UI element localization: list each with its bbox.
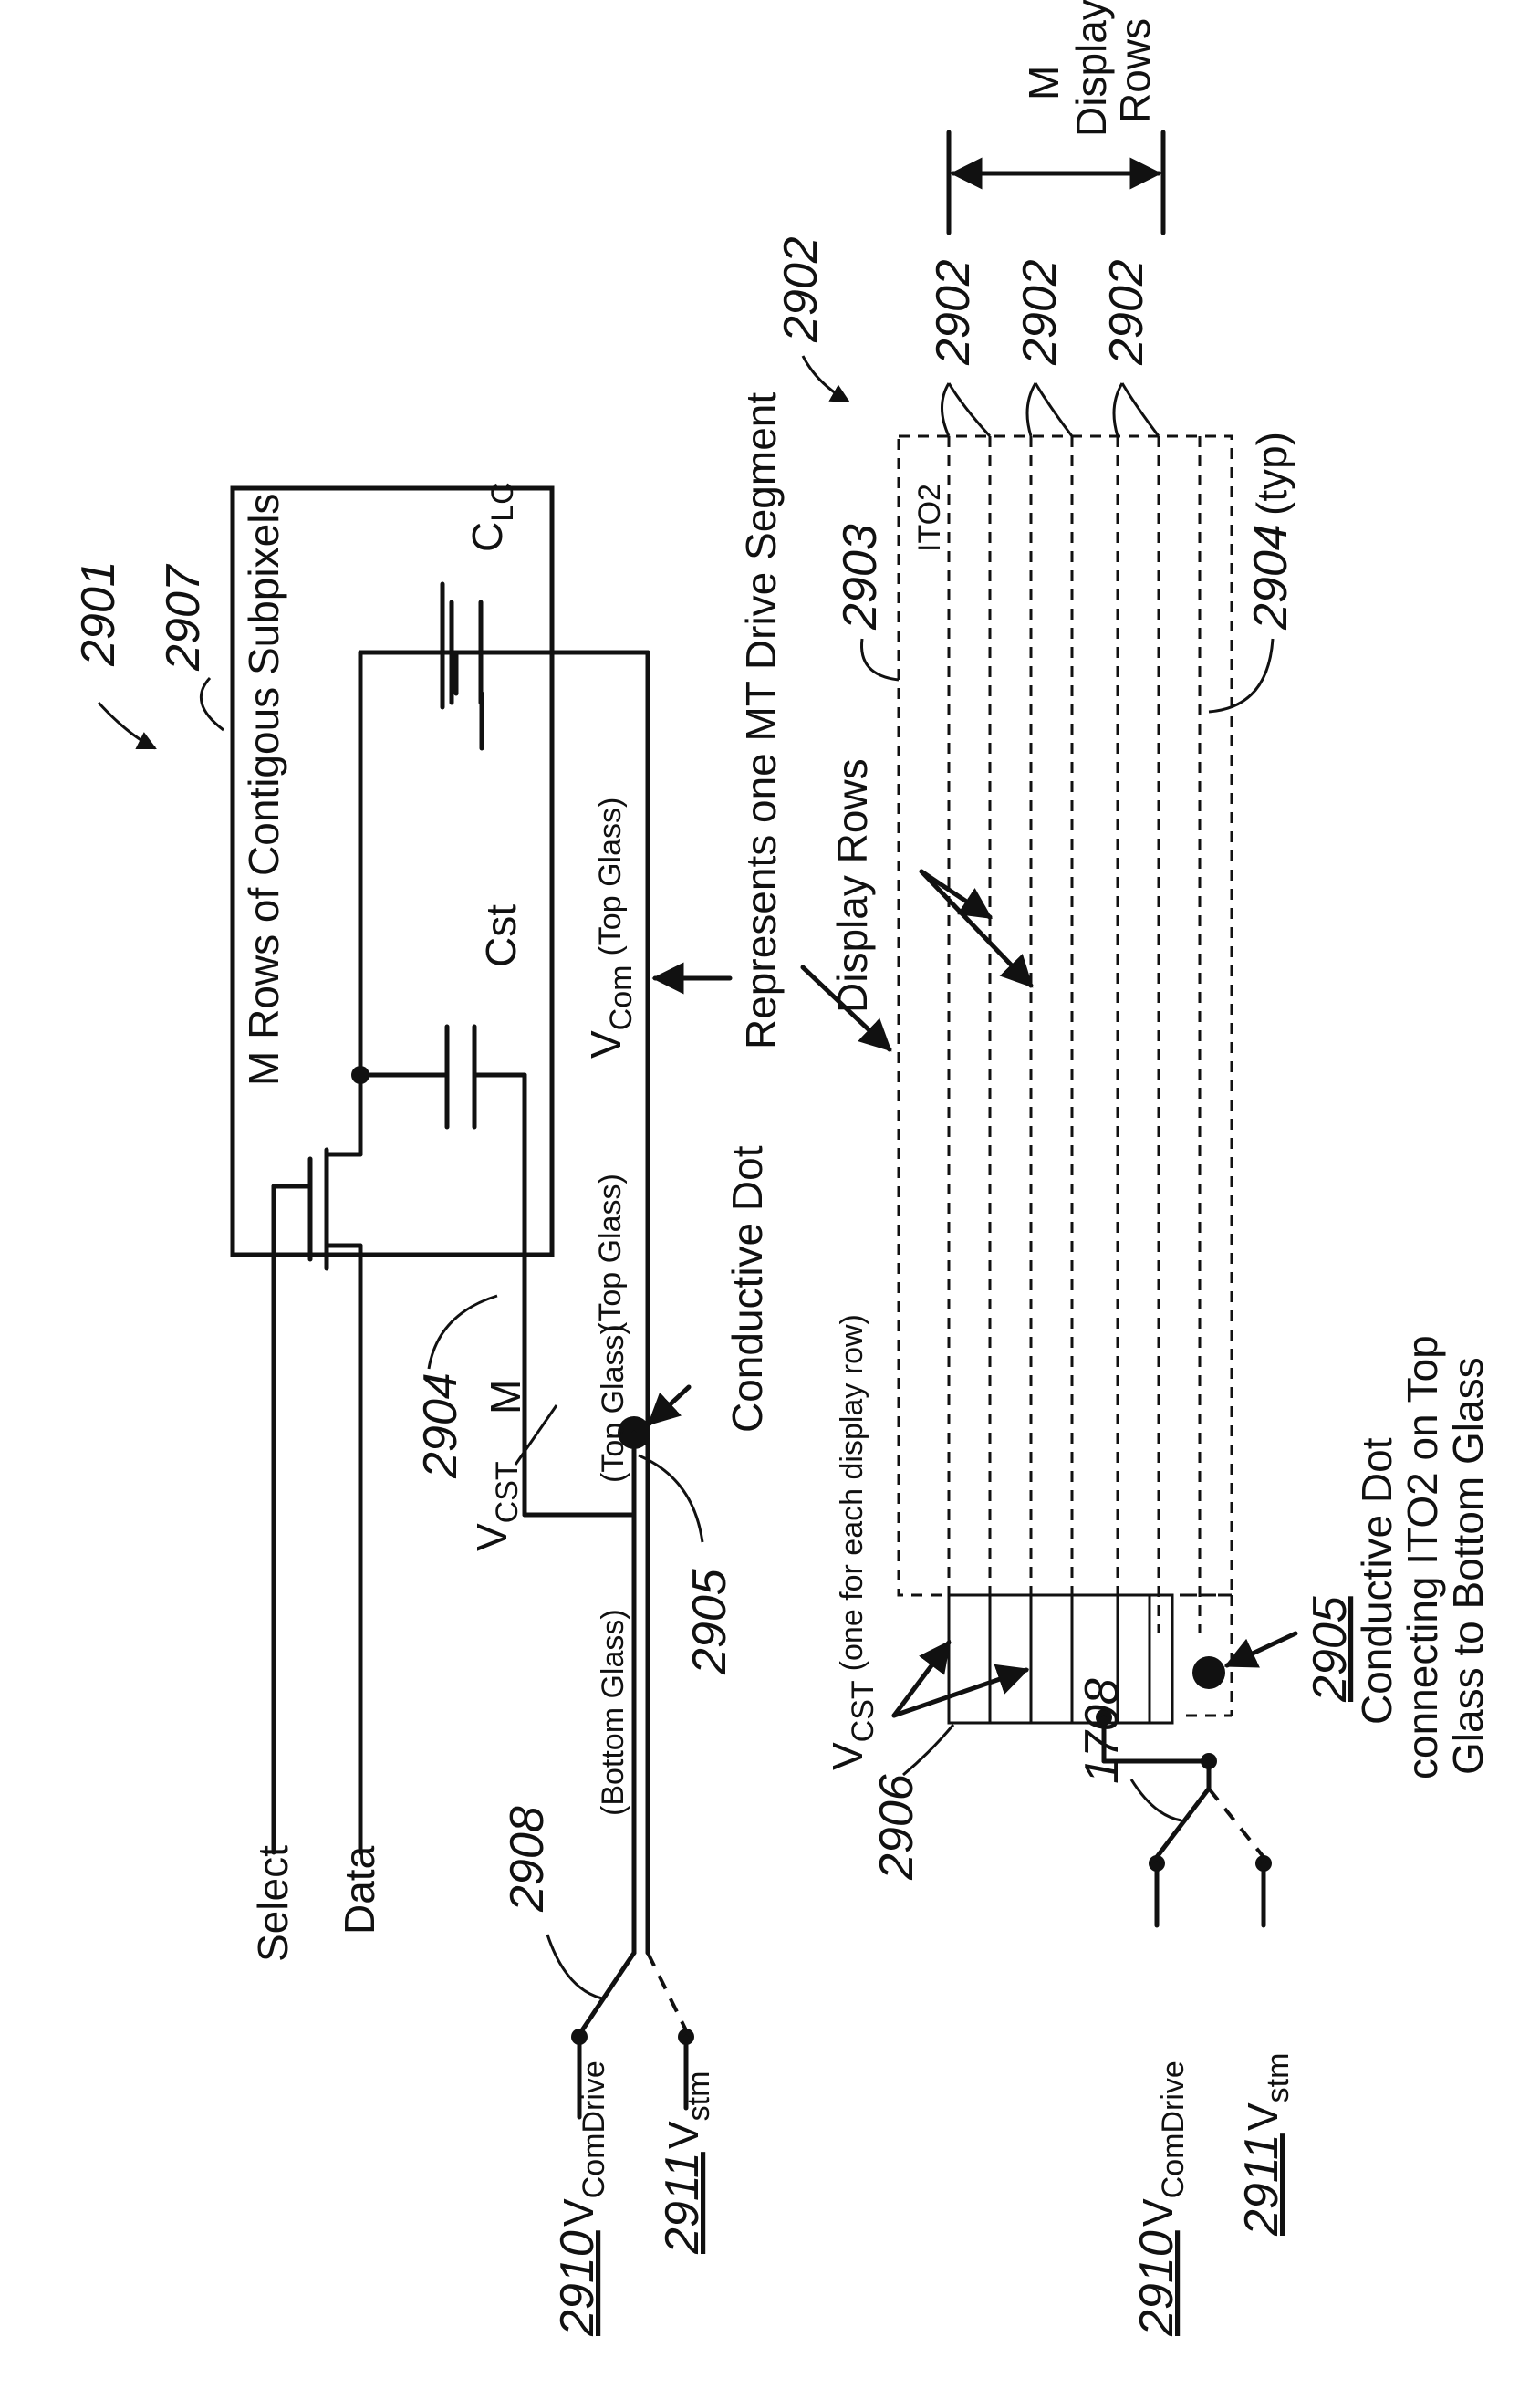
- dot-note-2: connecting ITO2 on Top: [1399, 1335, 1446, 1779]
- ref-2907: 2907: [157, 563, 210, 672]
- ref-1708: 1708: [1076, 1678, 1129, 1784]
- vstm-label-bottom: Vstm: [1239, 2053, 1295, 2131]
- vcst-label-bottom: VCST(one for each display row): [824, 1314, 880, 1770]
- ref-2908: 2908: [501, 1806, 554, 1913]
- vcom-label: VCom(Top Glass): [582, 798, 639, 1059]
- ito2-label: ITO2: [912, 484, 947, 552]
- bottom-conductive-dot: [1192, 1656, 1225, 1689]
- drive-segment: [801, 130, 1298, 1928]
- top-glass-label-1: (Top Glass): [593, 1174, 628, 1332]
- bottom-switch-dashed: [1207, 1787, 1265, 1859]
- ref-2911-bottom: 2911: [1235, 2133, 1288, 2237]
- vcomdrive-label-bottom: VComDrive: [1134, 2060, 1191, 2227]
- cst-label: Cst: [477, 904, 525, 967]
- ref-2902-row-1: 2902: [927, 259, 980, 366]
- m-display-rows-2: Display: [1067, 0, 1115, 137]
- bottom-glass-label: (Bottom Glass): [596, 1609, 630, 1816]
- pixel-circuit: [97, 485, 733, 2111]
- switch-arm: [579, 1950, 637, 2033]
- ref-2901: 2901: [72, 560, 125, 667]
- ref-2910-bottom: 2910: [1130, 2230, 1183, 2337]
- select-label: Select: [249, 1845, 297, 1962]
- m-display-rows-1: M: [1020, 66, 1067, 100]
- m-display-rows-3: Rows: [1111, 18, 1159, 123]
- ref-2904-top: 2904: [414, 1372, 467, 1479]
- box-title: M Rows of Contigous Subpixels: [240, 494, 287, 1086]
- ref-2902-row-3: 2902: [1100, 259, 1153, 366]
- conductive-dot-label: Conductive Dot: [723, 1145, 771, 1433]
- ref-2903: 2903: [834, 524, 887, 631]
- clc-label: CLC: [463, 482, 520, 552]
- data-label: Data: [336, 1845, 383, 1935]
- ref-2902-row-2: 2902: [1014, 259, 1067, 366]
- typ-label: (typ): [1248, 432, 1295, 516]
- top-glass-label-2: (Top Glass): [596, 1324, 630, 1483]
- dot-note-3: Glass to Bottom Glass: [1444, 1357, 1492, 1775]
- subpixel-box: [230, 485, 555, 1257]
- bottom-switch-arm: [1154, 1786, 1212, 1860]
- ref-2905-top: 2905: [683, 1568, 736, 1675]
- ref-2902-main: 2902: [775, 236, 827, 343]
- represents-label-text: Represents one MT Drive Segment: [737, 392, 785, 1049]
- ref-2904-bottom: 2904: [1244, 524, 1297, 631]
- dot-note-1: Conductive Dot: [1353, 1437, 1400, 1725]
- ref-2906: 2906: [870, 1774, 923, 1881]
- ref-2910-top: 2910: [551, 2230, 604, 2337]
- vstm-label-top: Vstm: [660, 2071, 716, 2149]
- switch-dashed: [646, 1952, 688, 2031]
- display-rows-label: Display Rows: [828, 758, 876, 1013]
- ref-2905-bottom: 2905: [1304, 1595, 1357, 1703]
- ref-2911-top: 2911: [656, 2152, 709, 2255]
- vcst-label-top: VCST: [468, 1461, 525, 1551]
- vcomdrive-label-top: VComDrive: [555, 2060, 611, 2227]
- m-label: M: [482, 1380, 529, 1414]
- vcst-bus: [947, 1593, 1174, 1725]
